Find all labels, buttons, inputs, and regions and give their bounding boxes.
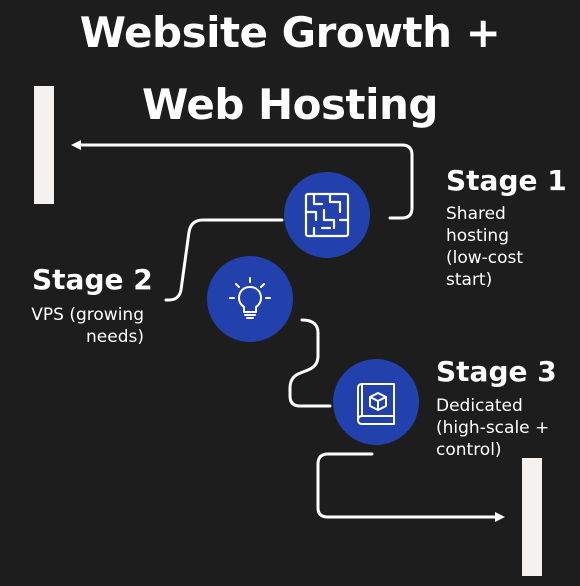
stage2-circle xyxy=(207,256,293,342)
stage2-description: VPS (growing needs) xyxy=(31,305,144,347)
connector-stage1-to-top xyxy=(71,140,414,220)
left-vertical-bar xyxy=(34,86,54,204)
lightbulb-icon xyxy=(229,277,271,319)
maze-icon xyxy=(304,192,350,238)
stage1-title: Stage 1 xyxy=(446,164,567,197)
connector-stage2-to-stage3 xyxy=(288,318,332,408)
stage1-circle xyxy=(284,172,370,258)
connector-stage1-to-stage2 xyxy=(164,218,284,302)
stage2-title: Stage 2 xyxy=(32,263,153,296)
right-vertical-bar xyxy=(522,458,542,576)
stage1-description: Shared hosting (low-cost start) xyxy=(446,204,524,290)
stage3-description: Dedicated (high-scale + control) xyxy=(436,396,550,460)
stage3-circle xyxy=(333,359,419,445)
title-line-2: Web Hosting xyxy=(142,80,438,129)
blueprint-box-icon xyxy=(357,383,395,425)
title-line-1: Website Growth + xyxy=(79,8,501,57)
connector-stage3-to-bottom xyxy=(316,452,505,522)
stage3-title: Stage 3 xyxy=(436,355,557,388)
